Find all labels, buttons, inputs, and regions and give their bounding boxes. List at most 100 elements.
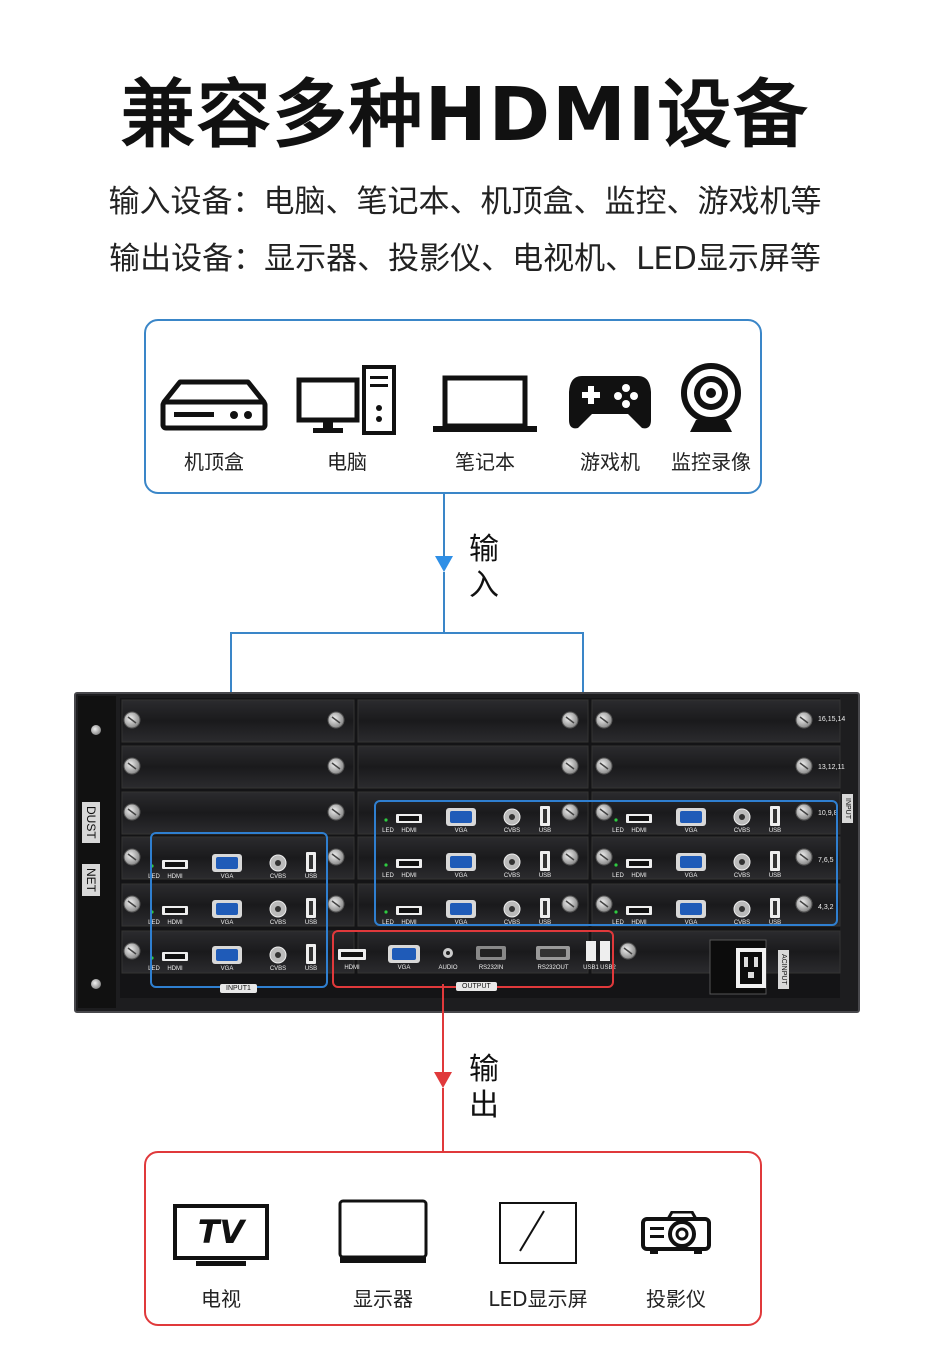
screw-slot: [331, 808, 341, 816]
port-label: HDMI: [401, 828, 417, 834]
cvbs-port-inner: [739, 814, 745, 820]
set-top-box-icon: [160, 379, 268, 431]
screw-slot: [565, 853, 575, 861]
status-led: [614, 910, 618, 914]
port-label: CVBS: [270, 966, 286, 972]
cvbs-port-inner: [509, 814, 515, 820]
device-label: 机顶盒: [184, 450, 244, 474]
usb-port-inner: [543, 854, 547, 868]
screw-slot: [799, 900, 809, 908]
device-label: 笔记本: [455, 450, 515, 474]
port-label: LED: [382, 873, 394, 879]
usb-port-inner: [773, 854, 777, 868]
vga-port-inner: [216, 949, 238, 961]
usb1-port: [586, 941, 596, 961]
port-label: VGA: [685, 920, 698, 926]
port-label: RS232OUT: [537, 965, 568, 971]
cvbs-port-inner: [275, 952, 281, 958]
input-devices-line: 输入设备：电脑、笔记本、机顶盒、监控、游戏机等: [108, 184, 822, 220]
screw-slot: [331, 853, 341, 861]
device-desktop-computer: 电脑: [296, 364, 398, 474]
slot-plate: [357, 699, 589, 743]
port-label: USB: [769, 873, 781, 879]
rs232out-inner: [540, 949, 566, 957]
input-cards-highlight: [374, 800, 838, 926]
port-label: HDMI: [167, 966, 183, 972]
input-flow-label: 输 入: [464, 532, 504, 604]
port-label: USB: [539, 828, 551, 834]
hdmi-out-inner: [341, 952, 363, 957]
screw-slot: [127, 947, 137, 955]
hdmi-port-inner: [399, 861, 419, 866]
port-label: LED: [382, 828, 394, 834]
page-title: 兼容多种HDMI设备: [120, 72, 810, 158]
screw-slot: [331, 762, 341, 770]
input-side-label: INPUT: [842, 794, 853, 823]
device-tv: TV 电视: [172, 1203, 270, 1311]
screw-slot: [799, 808, 809, 816]
screw-slot: [599, 808, 609, 816]
vga-port-inner: [450, 903, 472, 915]
screw-slot: [565, 900, 575, 908]
device-laptop: 笔记本: [431, 374, 539, 474]
slot-number: 10,9,8: [818, 810, 838, 817]
device-set-top-box: 机顶盒: [160, 374, 268, 474]
port-label: VGA: [685, 873, 698, 879]
hdmi-port-inner: [629, 861, 649, 866]
usb-port-inner: [309, 901, 313, 915]
port-label: HDMI: [631, 920, 647, 926]
status-led: [384, 863, 388, 867]
status-led: [614, 818, 618, 822]
slot-plate: [121, 699, 355, 743]
port-label: HDMI: [167, 920, 183, 926]
slot-number: 13,12,11: [818, 764, 845, 771]
screw-slot: [127, 853, 137, 861]
device-webcam: 监控录像: [671, 362, 751, 474]
input-devices-panel: [144, 319, 762, 494]
cvbs-port-inner: [739, 859, 745, 865]
port-label: LED: [148, 966, 160, 972]
status-led: [384, 910, 388, 914]
input1-tag: INPUT1: [220, 984, 257, 993]
screw-slot: [127, 900, 137, 908]
port-label: CVBS: [734, 920, 750, 926]
hdmi-port-inner: [165, 954, 185, 959]
slot-plate: [121, 791, 355, 835]
chassis-rear-panel: LED HDMI VGA CVBS USB LED HDMI VGA CVBS USB LED HDM…: [78, 696, 841, 1008]
vga-port-inner: [216, 857, 238, 869]
port-label: CVBS: [504, 920, 520, 926]
device-label: 电脑: [327, 450, 367, 474]
port-label: LED: [612, 920, 624, 926]
port-label: CVBS: [734, 828, 750, 834]
port-label: CVBS: [270, 874, 286, 880]
port-label: CVBS: [504, 873, 520, 879]
port-label: LED: [382, 920, 394, 926]
usb-port-inner: [773, 901, 777, 915]
port-label: HDMI: [401, 920, 417, 926]
device-label: 显示器: [353, 1287, 413, 1311]
screw-slot: [331, 900, 341, 908]
port-label: CVBS: [734, 873, 750, 879]
port-label: USB1: [583, 965, 599, 971]
projector-icon: [641, 1211, 711, 1254]
flow-char: 出: [469, 1088, 499, 1123]
flow-char: 输: [469, 532, 499, 567]
webcam-icon: [681, 363, 741, 432]
flow-char: 入: [469, 568, 499, 603]
port-label: AUDIO: [438, 965, 457, 971]
screw-slot: [599, 762, 609, 770]
device-label: 监控录像: [671, 450, 751, 474]
screw-slot: [127, 808, 137, 816]
screw-slot: [623, 947, 633, 955]
port-label: HDMI: [167, 874, 183, 880]
device-projector: 投影仪: [640, 1211, 712, 1311]
screw-slot: [565, 716, 575, 724]
screw-slot: [799, 716, 809, 724]
port-label: USB: [769, 828, 781, 834]
vga-port-inner: [450, 811, 472, 823]
flow-char: 输: [469, 1052, 499, 1087]
screw-slot: [127, 716, 137, 724]
output-flow-line: [442, 984, 444, 1072]
output-flow-label: 输 出: [464, 1052, 504, 1124]
device-game-console: 游戏机: [568, 370, 652, 474]
